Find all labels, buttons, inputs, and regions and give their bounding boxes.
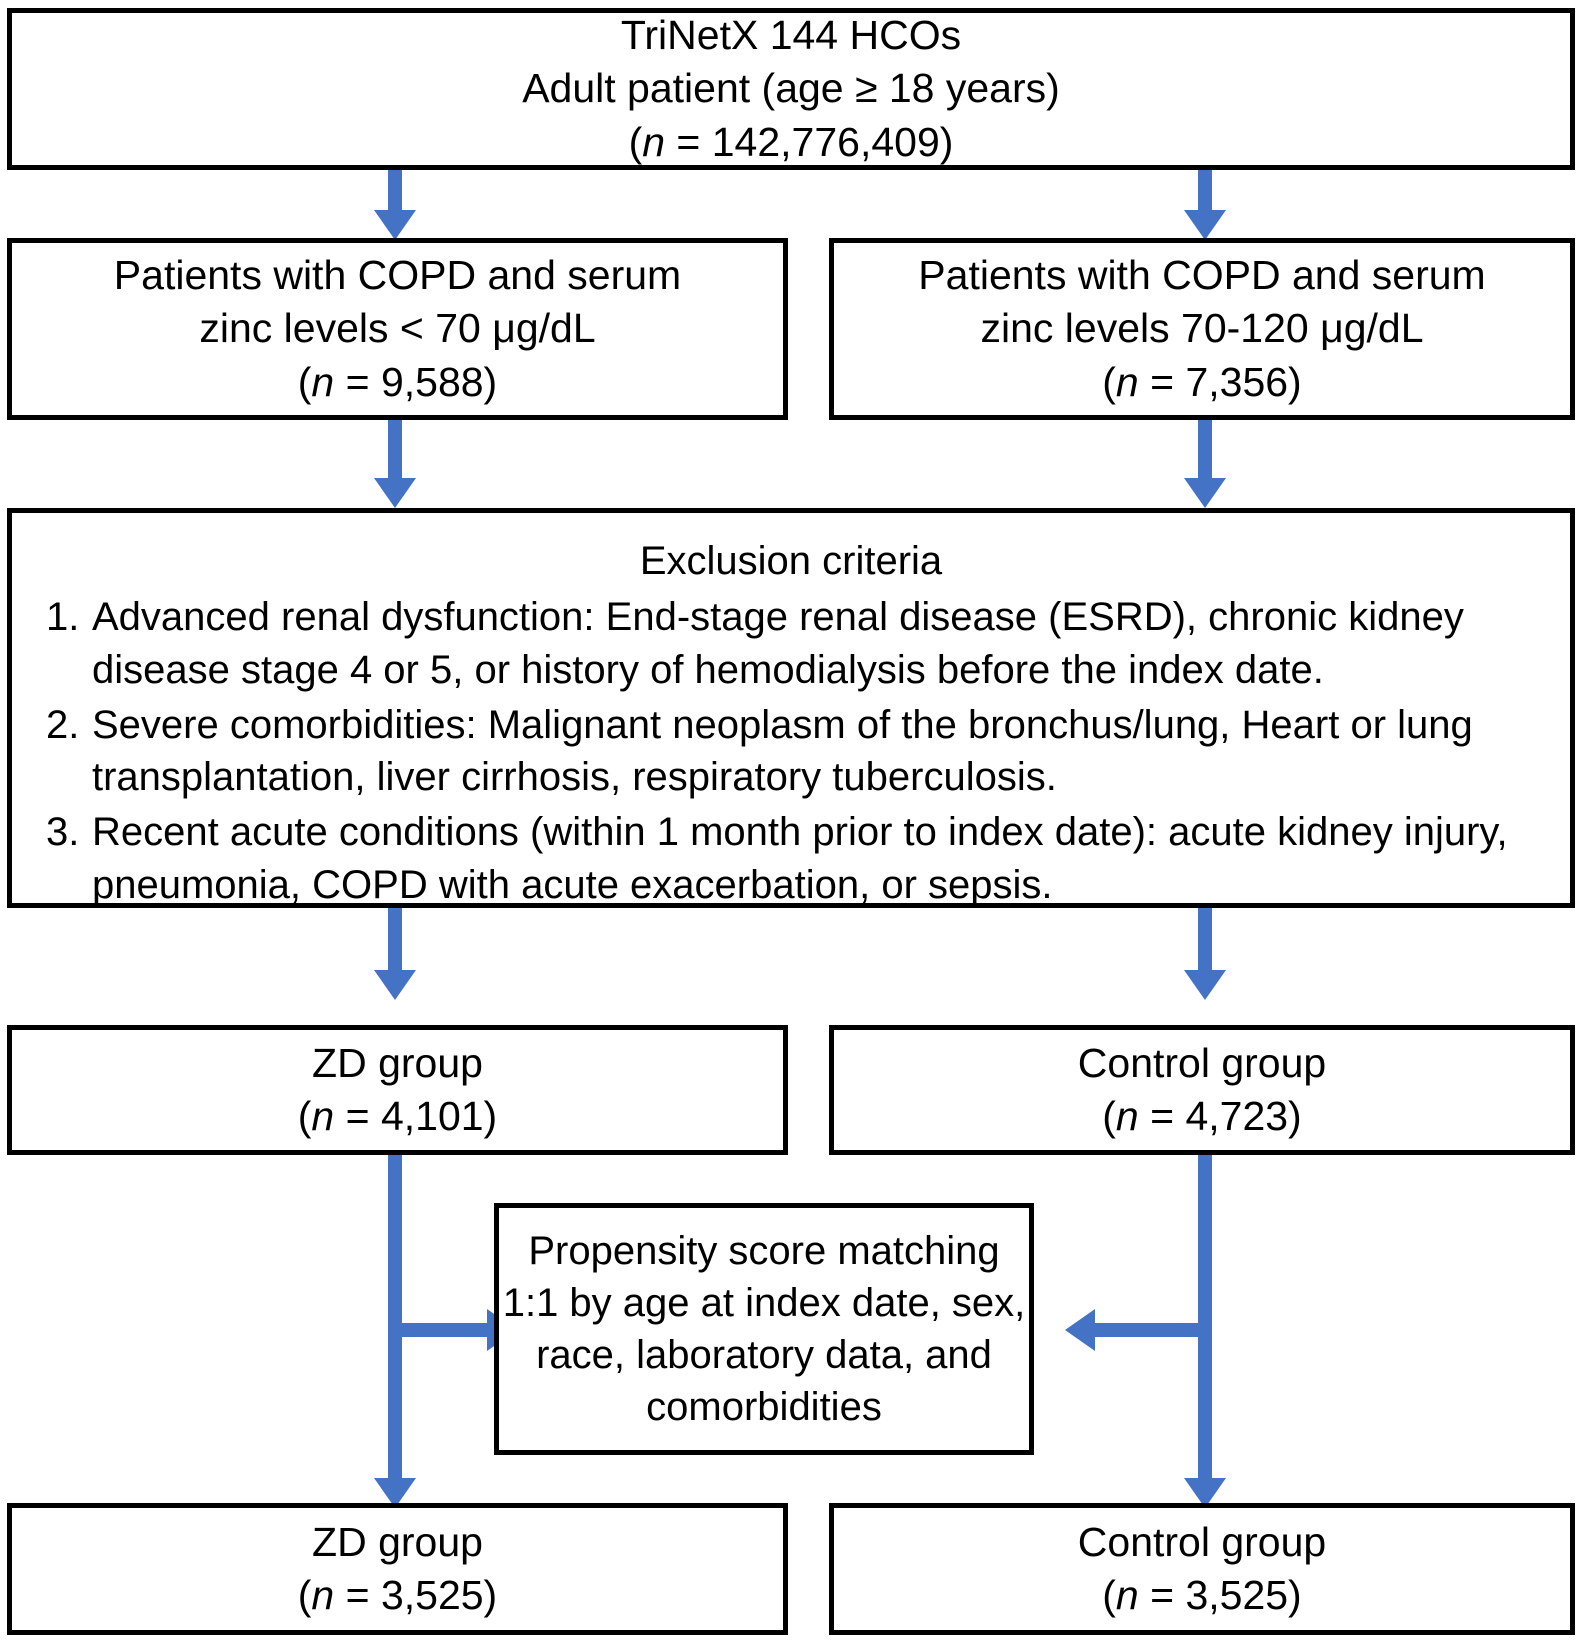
arrowhead-exclusion-to-zd-pre <box>374 970 416 1000</box>
psm-line-2: 1:1 by age at index date, sex, <box>502 1281 1026 1325</box>
exclusion-title: Exclusion criteria <box>639 539 943 583</box>
node-control-group-prematch: Control group (n = 4,723) <box>829 1025 1575 1155</box>
zinc-low-line-2: zinc levels < 70 μg/dL <box>199 305 596 352</box>
zd-post-count: (n = 3,525) <box>297 1572 498 1618</box>
arrowhead-zinc-low-to-exclusion <box>374 478 416 508</box>
connector-control-branch-to-psm <box>1095 1323 1205 1337</box>
control-post-count: (n = 3,525) <box>1102 1572 1302 1618</box>
exclusion-item-1-number: 1. <box>46 595 80 639</box>
arrowhead-exclusion-to-control-pre <box>1184 970 1226 1000</box>
source-line-1: TriNetX 144 HCOs <box>620 12 962 59</box>
zd-pre-label: ZD group <box>312 1039 483 1086</box>
zinc-low-count: (n = 9,588) <box>297 358 498 405</box>
node-zd-group-prematch: ZD group (n = 4,101) <box>7 1025 788 1155</box>
node-zinc-normal: Patients with COPD and serum zinc levels… <box>829 238 1575 420</box>
node-control-group-postmatch: Control group (n = 3,525) <box>829 1503 1575 1635</box>
exclusion-item-1: 1. Advanced renal dysfunction: End-stage… <box>30 591 1552 697</box>
node-exclusion-criteria: Exclusion criteria 1. Advanced renal dys… <box>7 508 1575 908</box>
exclusion-item-2-number: 2. <box>46 702 80 747</box>
connector-zinc-low-to-exclusion <box>388 420 402 480</box>
exclusion-list: 1. Advanced renal dysfunction: End-stage… <box>30 591 1552 914</box>
exclusion-item-2-text: Severe comorbidities: Malignant neoplasm… <box>92 702 1473 800</box>
psm-line-3: race, laboratory data, and <box>536 1333 992 1377</box>
zd-post-label: ZD group <box>312 1518 483 1565</box>
control-pre-count: (n = 4,723) <box>1102 1093 1302 1139</box>
exclusion-item-3-text: Recent acute conditions (within 1 month … <box>92 810 1508 907</box>
psm-line-1: Propensity score matching <box>528 1229 1000 1273</box>
psm-line-4: comorbidities <box>646 1385 882 1429</box>
zinc-normal-line-1: Patients with COPD and serum <box>918 252 1486 299</box>
zinc-normal-line-2: zinc levels 70-120 μg/dL <box>980 305 1424 352</box>
arrowhead-source-to-zinc-normal <box>1184 210 1226 240</box>
connector-zinc-normal-to-exclusion <box>1198 420 1212 480</box>
exclusion-item-2: 2. Severe comorbidities: Malignant neopl… <box>30 699 1552 805</box>
connector-control-pre-to-control-post <box>1198 1155 1212 1485</box>
exclusion-item-1-text: Advanced renal dysfunction: End-stage re… <box>92 595 1464 692</box>
zinc-low-line-1: Patients with COPD and serum <box>113 252 682 299</box>
connector-zd-branch-to-psm <box>395 1323 495 1337</box>
source-count: (n = 142,776,409) <box>628 118 954 165</box>
source-line-2: Adult patient (age ≥ 18 years) <box>522 65 1060 112</box>
connector-zd-pre-to-zd-post <box>388 1155 402 1485</box>
node-source-population: TriNetX 144 HCOs Adult patient (age ≥ 18… <box>7 8 1575 170</box>
control-pre-label: Control group <box>1077 1039 1327 1086</box>
connector-exclusion-to-zd-pre <box>388 908 402 976</box>
node-propensity-score-matching: Propensity score matching 1:1 by age at … <box>494 1203 1034 1455</box>
connector-source-to-zinc-normal <box>1198 170 1212 218</box>
zinc-normal-count: (n = 7,356) <box>1102 358 1302 405</box>
arrowhead-source-to-zinc-low <box>374 210 416 240</box>
zd-pre-count: (n = 4,101) <box>297 1093 498 1139</box>
arrowhead-zinc-normal-to-exclusion <box>1184 478 1226 508</box>
connector-exclusion-to-control-pre <box>1198 908 1212 976</box>
exclusion-item-3: 3. Recent acute conditions (within 1 mon… <box>30 806 1552 912</box>
node-zinc-low: Patients with COPD and serum zinc levels… <box>7 238 788 420</box>
arrowhead-control-branch-to-psm <box>1065 1309 1095 1351</box>
exclusion-item-3-number: 3. <box>46 810 80 855</box>
control-post-label: Control group <box>1077 1518 1327 1565</box>
node-zd-group-postmatch: ZD group (n = 3,525) <box>7 1503 788 1635</box>
connector-source-to-zinc-low <box>388 170 402 218</box>
